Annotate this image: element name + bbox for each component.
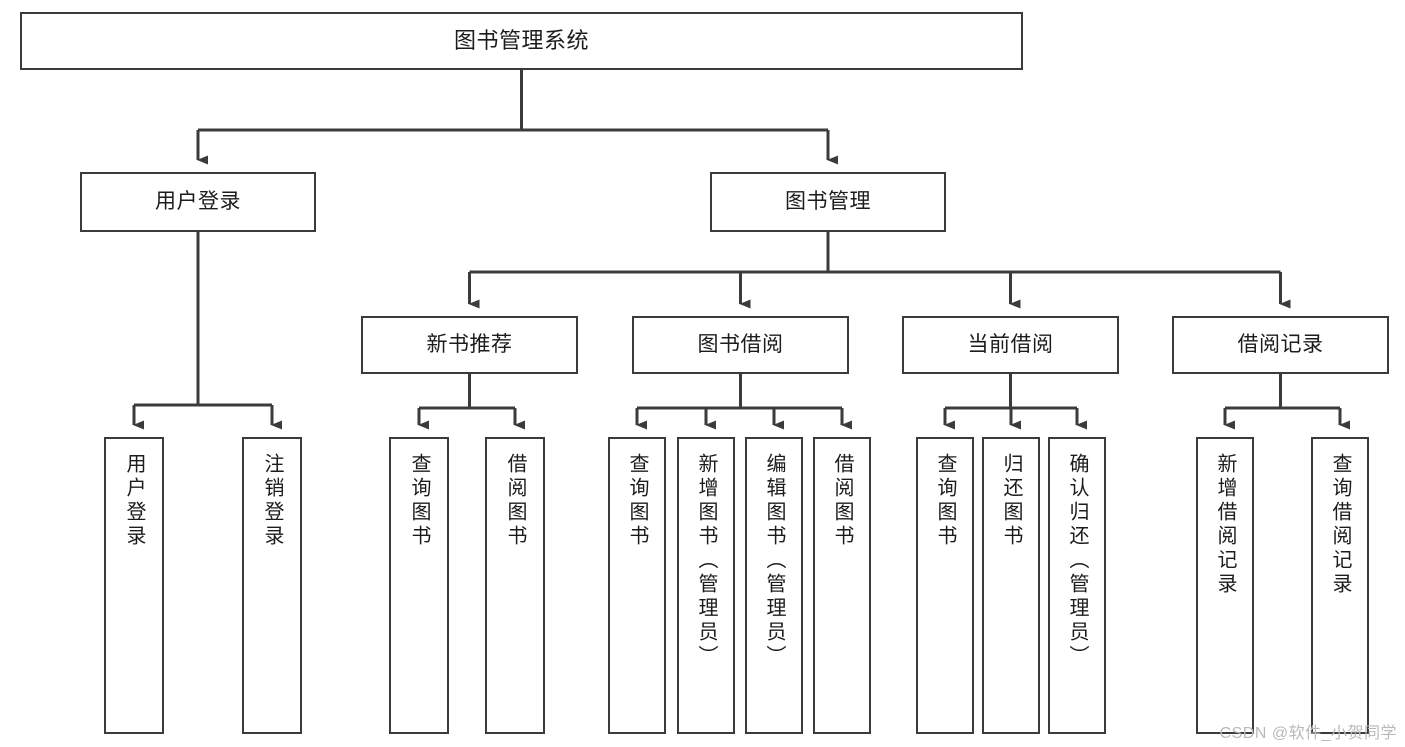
node-label-leaf-add-record: 新增借阅记录 xyxy=(1214,453,1236,597)
node-label-current-borrow: 当前借阅 xyxy=(967,333,1054,357)
node-label-leaf-user-logout: 注销登录 xyxy=(261,453,283,549)
node-label-leaf-confirm-return: 确认归还（管理员） xyxy=(1066,453,1088,669)
node-user-login[interactable]: 用户登录 xyxy=(80,172,316,232)
node-label-leaf-return-book: 归还图书 xyxy=(1000,453,1022,549)
node-leaf-add-book[interactable]: 新增图书（管理员） xyxy=(677,437,735,734)
node-label-leaf-query-book-rec: 查询图书 xyxy=(408,453,430,549)
node-label-leaf-query-record: 查询借阅记录 xyxy=(1329,453,1351,597)
node-label-leaf-edit-book: 编辑图书（管理员） xyxy=(763,453,785,669)
node-leaf-confirm-return[interactable]: 确认归还（管理员） xyxy=(1048,437,1106,734)
node-new-book-recommend[interactable]: 新书推荐 xyxy=(361,316,578,374)
node-book-manage[interactable]: 图书管理 xyxy=(710,172,946,232)
csdn-watermark: CSDN @软件_小贺同学 xyxy=(1219,725,1397,742)
node-label-book-manage: 图书管理 xyxy=(785,190,871,214)
node-current-borrow[interactable]: 当前借阅 xyxy=(902,316,1119,374)
node-leaf-query-book-borrow[interactable]: 查询图书 xyxy=(608,437,666,734)
node-label-leaf-borrow-book-rec: 借阅图书 xyxy=(504,453,526,549)
node-leaf-add-record[interactable]: 新增借阅记录 xyxy=(1196,437,1254,734)
node-leaf-borrow-book[interactable]: 借阅图书 xyxy=(813,437,871,734)
node-leaf-edit-book[interactable]: 编辑图书（管理员） xyxy=(745,437,803,734)
node-leaf-query-book-cur[interactable]: 查询图书 xyxy=(916,437,974,734)
node-root[interactable]: 图书管理系统 xyxy=(20,12,1023,70)
node-label-leaf-query-book-cur: 查询图书 xyxy=(934,453,956,549)
node-label-borrow-record: 借阅记录 xyxy=(1237,333,1324,357)
node-label-new-book-recommend: 新书推荐 xyxy=(426,333,513,357)
node-leaf-user-logout[interactable]: 注销登录 xyxy=(242,437,302,734)
node-label-user-login: 用户登录 xyxy=(155,190,241,214)
node-leaf-return-book[interactable]: 归还图书 xyxy=(982,437,1040,734)
node-leaf-user-login[interactable]: 用户登录 xyxy=(104,437,164,734)
node-label-leaf-user-login: 用户登录 xyxy=(123,453,145,549)
node-label-book-borrow: 图书借阅 xyxy=(697,333,784,357)
node-label-leaf-borrow-book: 借阅图书 xyxy=(831,453,853,549)
node-leaf-query-record[interactable]: 查询借阅记录 xyxy=(1311,437,1369,734)
node-leaf-query-book-rec[interactable]: 查询图书 xyxy=(389,437,449,734)
node-label-root: 图书管理系统 xyxy=(453,27,589,53)
node-label-leaf-query-book-borrow: 查询图书 xyxy=(626,453,648,549)
node-book-borrow[interactable]: 图书借阅 xyxy=(632,316,849,374)
node-leaf-borrow-book-rec[interactable]: 借阅图书 xyxy=(485,437,545,734)
node-label-leaf-add-book: 新增图书（管理员） xyxy=(695,453,717,669)
node-borrow-record[interactable]: 借阅记录 xyxy=(1172,316,1389,374)
